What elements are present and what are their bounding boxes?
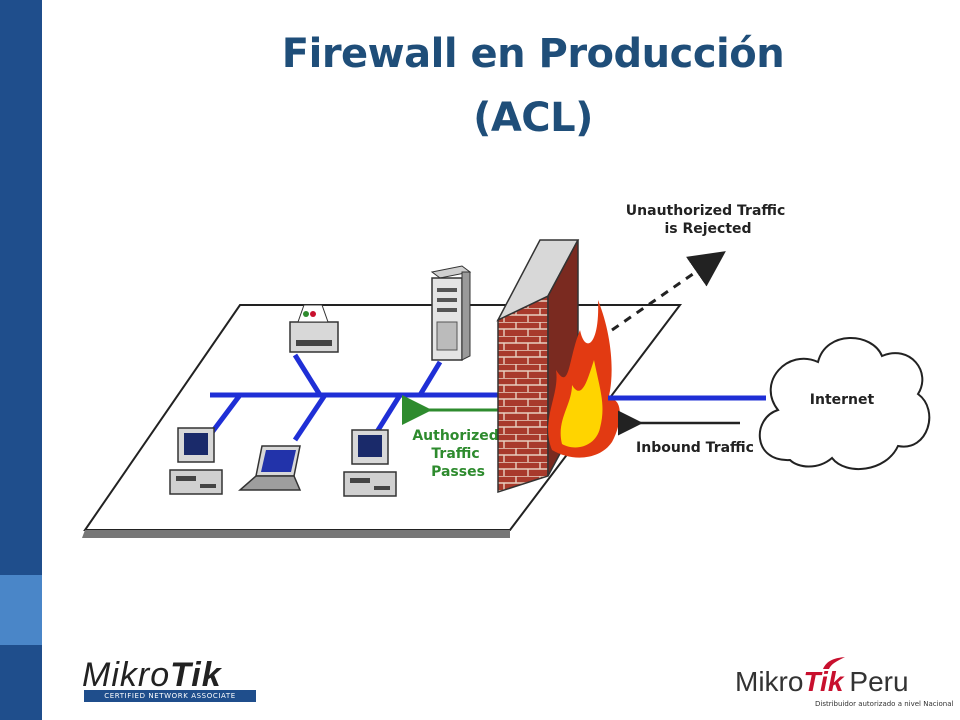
side-accent-highlight	[0, 575, 42, 645]
distributor-tagline: Distribuidor autorizado a nivel Nacional	[815, 700, 954, 708]
rejected-label-line2: is Rejected	[664, 221, 751, 237]
slide-title-line1: Firewall en Producción	[281, 31, 785, 77]
printer-icon	[289, 304, 339, 353]
rejected-traffic-label: Unauthorized Traffic is Rejected	[626, 203, 790, 237]
server-icon	[430, 265, 472, 361]
internet-cloud-icon	[758, 337, 931, 471]
desktop-computer-icon	[343, 429, 397, 497]
laptop-icon	[238, 445, 302, 491]
internet-label: Internet	[810, 392, 875, 408]
slide-title: Firewall en Producción (ACL)	[120, 22, 946, 150]
certified-tagline: CERTIFIED NETWORK ASSOCIATE	[84, 690, 256, 702]
lan-backbone	[208, 353, 505, 442]
desktop-computer-icon	[169, 427, 223, 495]
fire-icon	[548, 300, 620, 458]
slide-title-line2: (ACL)	[473, 95, 593, 141]
authorized-label-line1: Authorized	[412, 428, 498, 444]
mikrotik-certified-logo: MikroTik CERTIFIED NETWORK ASSOCIATE	[78, 654, 264, 706]
authorized-label-line2: Traffic	[431, 446, 479, 462]
rejected-label-line1: Unauthorized Traffic	[626, 203, 786, 219]
rejected-traffic-arrow	[611, 251, 726, 332]
authorized-traffic-label: Authorized Traffic Passes	[412, 428, 503, 480]
mikrotik-wordmark: MikroTik	[82, 656, 222, 694]
flame-icon	[823, 657, 845, 669]
network-floor-shadow	[82, 530, 510, 538]
inbound-traffic-label: Inbound Traffic	[636, 440, 754, 456]
authorized-label-line3: Passes	[431, 464, 485, 480]
